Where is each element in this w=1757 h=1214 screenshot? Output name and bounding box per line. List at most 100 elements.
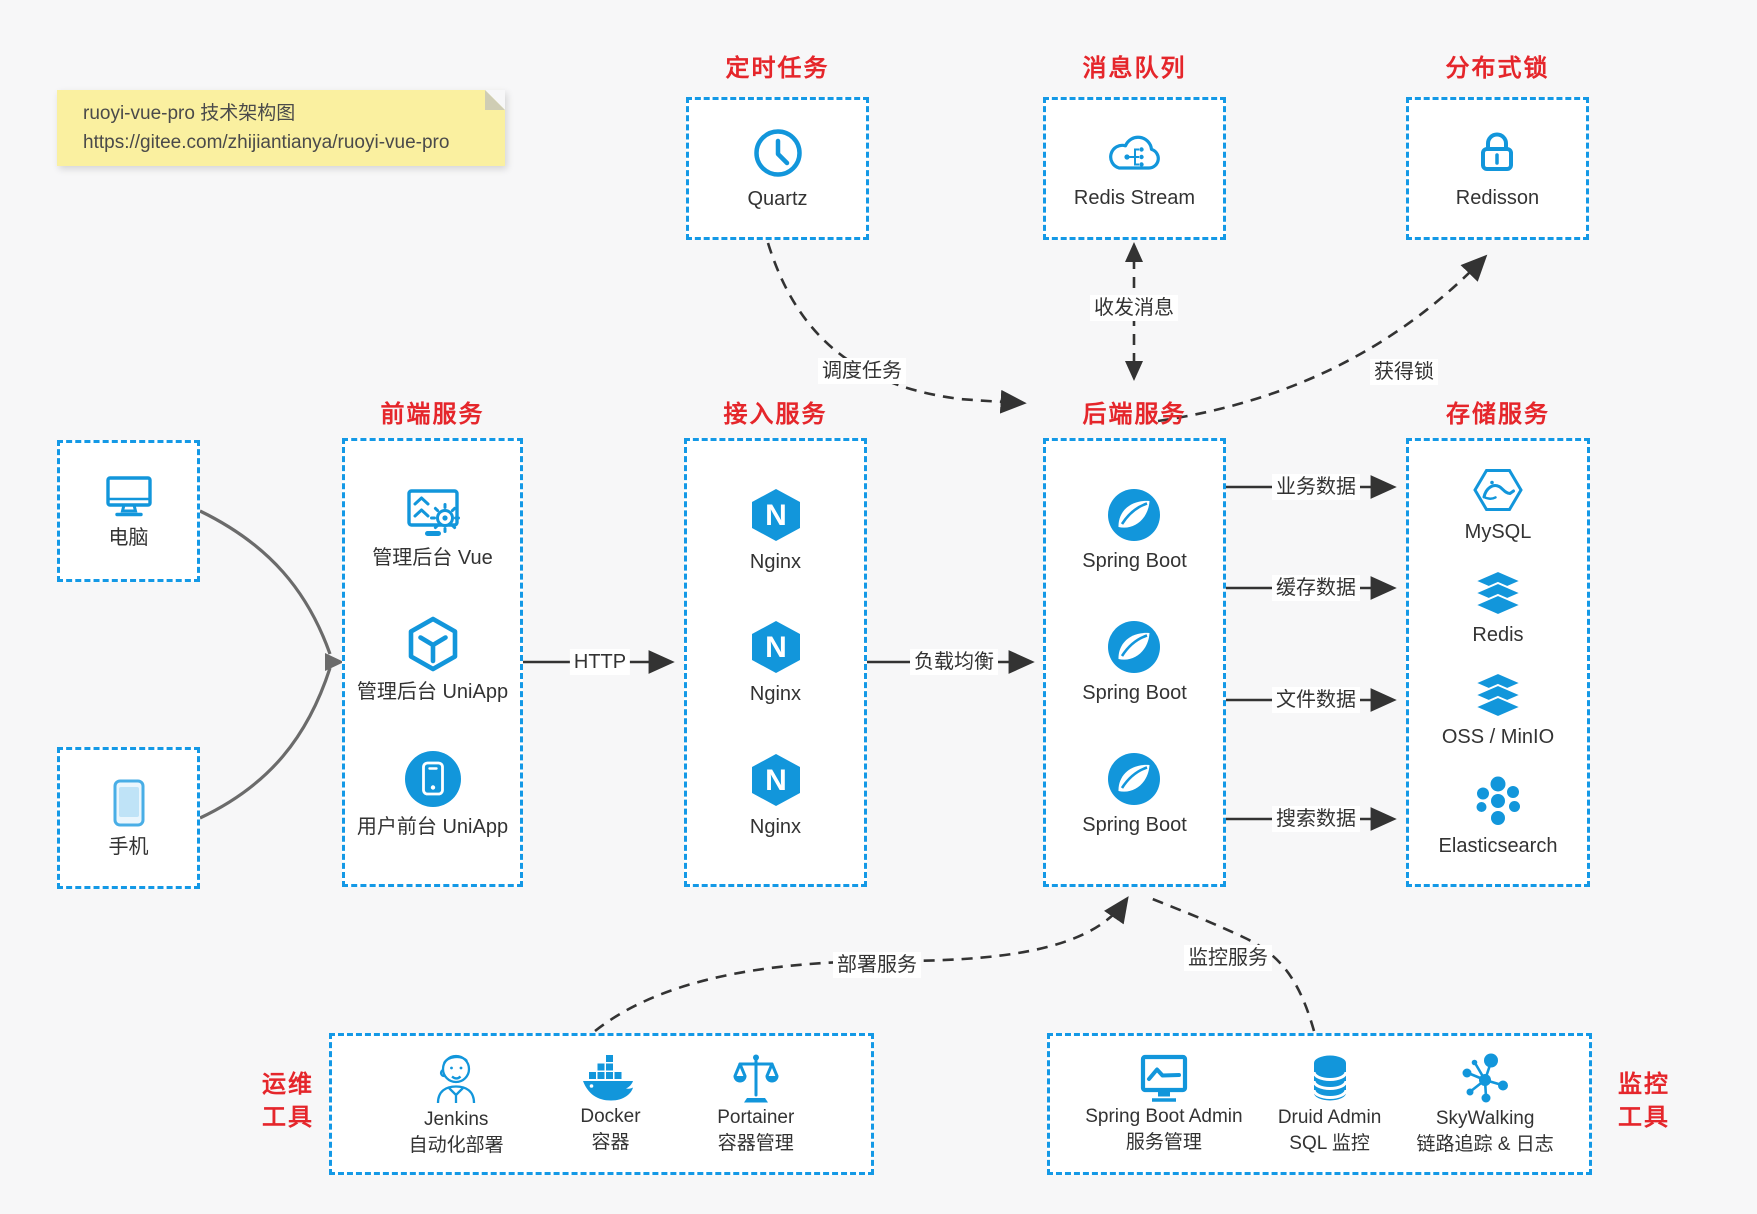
node-label: Portainer [717,1107,795,1128]
edge-pc-to-frontend [199,509,332,655]
device-label: 手机 [108,835,149,858]
node-jenkins: Jenkins 自动化部署 [409,1050,504,1158]
node-sublabel: 服务管理 [1125,1132,1202,1153]
sticky-note: ruoyi-vue-pro 技术架构图 https://gitee.com/zh… [57,90,505,166]
node-label: Spring Boot [1082,682,1187,704]
edge-label-deploy-service: 部署服务 [833,952,921,978]
group-box-ops-tools: Jenkins 自动化部署 Docker 容器 [329,1033,874,1175]
note-title: ruoyi-vue-pro 技术架构图 [83,103,296,124]
group-title-distributed-lock: 分布式锁 [1445,55,1550,82]
side-label-line: 运维 [262,1071,314,1098]
group-box-access: N Nginx N Nginx N Nginx [684,438,867,887]
edge-label-http: HTTP [569,649,631,675]
edge-label-cache-data: 缓存数据 [1272,575,1360,601]
spring-boot-icon [1108,621,1161,673]
node-redis-stream: Redis Stream [1074,127,1195,210]
node-label: Nginx [749,550,802,573]
node-sublabel: 容器管理 [717,1133,794,1154]
node-sublabel: 自动化部署 [408,1135,504,1156]
edge-label-search-data: 搜索数据 [1272,806,1360,832]
portainer-icon [733,1054,779,1103]
device-box-pc: 电脑 [57,440,200,582]
node-label: Redis Stream [1073,187,1196,209]
node-label: 用户前台 UniApp [356,815,509,838]
edge-label-monitor-service: 监控服务 [1184,945,1272,971]
node-label: Docker [580,1106,641,1127]
note-url: https://gitee.com/zhijiantianya/ruoyi-vu… [83,132,450,153]
clock-icon [753,129,802,177]
message-arrowhead-up [1125,242,1143,262]
side-label-monitor-tools: 监控 工具 [1600,1068,1688,1134]
spring-boot-icon [1108,753,1161,805]
layer-stack-icon [1472,672,1524,719]
group-box-frontend: 管理后台 Vue 管理后台 UniApp 用户前台 UniApp [342,438,523,887]
group-box-storage: MySQL Redis OSS / MinIO [1406,438,1590,887]
node-portainer: Portainer 容器管理 [717,1052,794,1156]
mysql-icon [1473,468,1523,511]
node-label: Jenkins [423,1109,489,1130]
node-nginx-3: N Nginx [749,752,803,839]
node-label: Redisson [1455,187,1540,209]
svg-text:N: N [765,764,787,797]
svg-text:N: N [765,499,787,532]
edge-label-acquire-lock: 获得锁 [1370,359,1438,385]
monitor-chart-icon [1140,1054,1188,1102]
node-springboot-1: Spring Boot [1082,488,1187,573]
docker-icon [583,1055,634,1101]
node-mysql: MySQL [1464,467,1532,544]
node-label: Redis [1472,623,1524,646]
side-label-line: 工具 [262,1104,314,1131]
group-title-frontend: 前端服务 [380,401,485,428]
edge-label-schedule-task: 调度任务 [818,358,906,384]
node-label: Elasticsearch [1438,835,1558,858]
node-phone: 手机 [109,778,149,859]
svg-text:N: N [765,631,787,664]
node-springboot-2: Spring Boot [1082,620,1187,705]
side-label-line: 监控 [1618,1071,1670,1098]
device-box-phone: 手机 [57,747,200,889]
elasticsearch-icon [1476,776,1520,826]
group-title-storage: 存储服务 [1446,401,1550,428]
node-nginx-1: N Nginx [749,487,803,574]
node-druid-admin: Druid Admin SQL 监控 [1278,1052,1381,1156]
node-sublabel: 容器 [591,1132,630,1153]
side-label-ops-tools: 运维 工具 [244,1068,332,1134]
node-docker: Docker 容器 [580,1053,641,1155]
node-oss-minio: OSS / MinIO [1442,672,1554,749]
nginx-icon: N [751,753,800,806]
node-label: Nginx [749,683,802,705]
note-fold-corner-icon [485,90,505,110]
edge-label-load-balance: 负载均衡 [910,649,998,675]
group-box-backend: Spring Boot Spring Boot Spring Boot [1043,438,1226,887]
node-nginx-2: N Nginx [749,619,803,706]
group-box-distributed-lock: Redisson [1406,97,1589,240]
spring-boot-icon [1108,489,1161,541]
skywalking-icon [1462,1053,1509,1103]
group-box-scheduled-task: Quartz [686,97,869,240]
node-label: MySQL [1464,520,1532,543]
edge-label-business-data: 业务数据 [1272,474,1360,500]
layer-stack-icon [1472,569,1524,616]
admin-screen-gear-icon [406,488,460,536]
node-label: Spring Boot Admin [1085,1106,1243,1127]
node-admin-vue: 管理后台 Vue [372,487,493,570]
node-sublabel: 链路追踪 & 日志 [1416,1134,1554,1155]
group-title-scheduled-task: 定时任务 [725,55,830,82]
node-label: 管理后台 Vue [372,546,493,569]
lock-icon [1481,132,1514,171]
node-user-uniapp: 用户前台 UniApp [357,750,508,839]
group-box-message-queue: Redis Stream [1043,97,1226,240]
message-arrowhead-down [1125,361,1143,381]
node-label: Spring Boot [1082,550,1187,572]
cloud-stream-icon [1108,135,1160,170]
group-title-backend: 后端服务 [1082,401,1187,428]
node-label: Quartz [747,188,808,210]
node-pc: 电脑 [103,473,155,550]
node-skywalking: SkyWalking 链路追踪 & 日志 [1417,1051,1554,1157]
side-label-line: 工具 [1618,1104,1670,1131]
node-elasticsearch: Elasticsearch [1438,775,1558,858]
node-redisson: Redisson [1456,127,1539,210]
desktop-icon [105,475,152,516]
device-label: 电脑 [108,526,149,549]
